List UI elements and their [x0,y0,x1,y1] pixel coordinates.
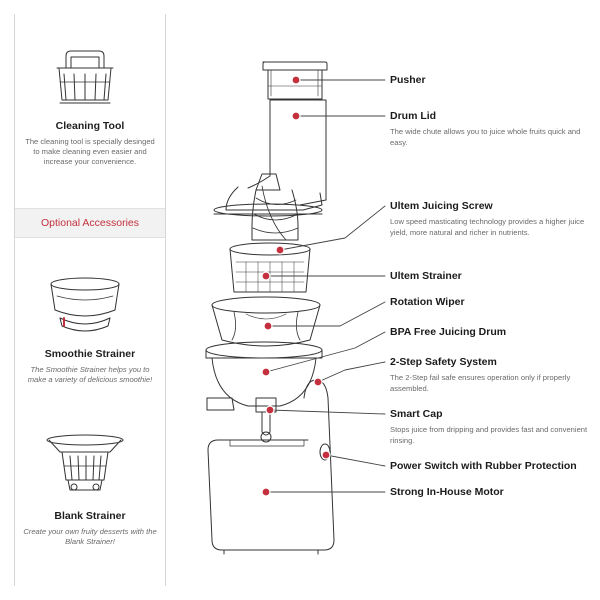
optional-accessories-heading: Optional Accessories [40,217,140,229]
label-juicing-drum: BPA Free Juicing Drum [390,326,595,338]
label-power-switch-title: Power Switch with Rubber Protection [390,460,577,472]
label-rotation-wiper-title: Rotation Wiper [390,296,465,308]
label-smart-cap-desc: Stops juice from dripping and provides f… [390,425,588,445]
cleaning-tool-desc: The cleaning tool is specially desinged … [25,137,155,166]
label-safety-system: 2-Step Safety System The 2-Step fail saf… [390,356,595,394]
blank-strainer-icon [46,434,124,491]
cleaning-tool-block: Cleaning Tool The cleaning tool is speci… [15,120,165,167]
drum-lid-part [213,99,327,217]
pusher-part [262,61,328,100]
strainer-part [229,242,311,293]
blank-strainer-desc: Create your own fruity desserts with the… [23,527,157,546]
smoothie-strainer-desc: The Smoothie Strainer helps you to make … [27,365,153,384]
label-pusher: Pusher [390,74,595,86]
label-strainer: Ultem Strainer [390,270,595,282]
smoothie-strainer-title: Smoothie Strainer [44,348,136,360]
label-power-switch: Power Switch with Rubber Protection [390,460,595,472]
smoothie-strainer-icon [50,277,120,332]
label-motor-title: Strong In-House Motor [390,486,504,498]
power-switch-dot [321,450,331,460]
leader-lines [265,79,386,493]
label-strainer-title: Ultem Strainer [390,270,462,282]
juicing-drum-dot [261,367,271,377]
optional-accessories-band: Optional Accessories [15,208,165,238]
label-juicing-screw-title: Ultem Juicing Screw [390,200,493,212]
label-rotation-wiper: Rotation Wiper [390,296,595,308]
label-safety-system-desc: The 2-Step fail safe ensures operation o… [390,373,571,393]
blank-strainer-block: Blank Strainer Create your own fruity de… [15,510,165,547]
smart-cap-dot [265,405,275,415]
motor-dot [261,487,271,497]
smart-cap-part [260,411,272,443]
cleaning-tool-title: Cleaning Tool [55,120,125,132]
strainer-dot [261,271,271,281]
drum-lid-dot [291,111,301,121]
label-juicing-screw: Ultem Juicing Screw Low speed masticatin… [390,200,595,238]
blank-strainer-title: Blank Strainer [54,510,126,522]
label-smart-cap-title: Smart Cap [390,408,443,420]
juicing-screw-part [251,173,299,241]
label-juicing-drum-title: BPA Free Juicing Drum [390,326,507,338]
rotation-wiper-part [211,296,321,347]
label-juicing-screw-desc: Low speed masticating technology provide… [390,217,585,237]
label-pusher-title: Pusher [390,74,426,86]
label-drum-lid-title: Drum Lid [390,110,437,122]
label-safety-system-title: 2-Step Safety System [390,356,497,368]
juicing-drum-part [205,341,323,413]
label-drum-lid-desc: The wide chute allows you to juice whole… [390,127,581,147]
smoothie-strainer-block: Smoothie Strainer The Smoothie Strainer … [15,348,165,385]
label-smart-cap: Smart Cap Stops juice from dripping and … [390,408,595,446]
pusher-dot [291,75,301,85]
label-motor: Strong In-House Motor [390,486,595,498]
callout-dots [261,75,331,497]
rotation-wiper-dot [263,321,273,331]
label-drum-lid: Drum Lid The wide chute allows you to ju… [390,110,595,148]
safety-system-dot [313,377,323,387]
accessories-sidebar: Cleaning Tool The cleaning tool is speci… [14,14,166,586]
cleaning-tool-icon [56,50,114,104]
juicing-screw-dot [275,245,285,255]
